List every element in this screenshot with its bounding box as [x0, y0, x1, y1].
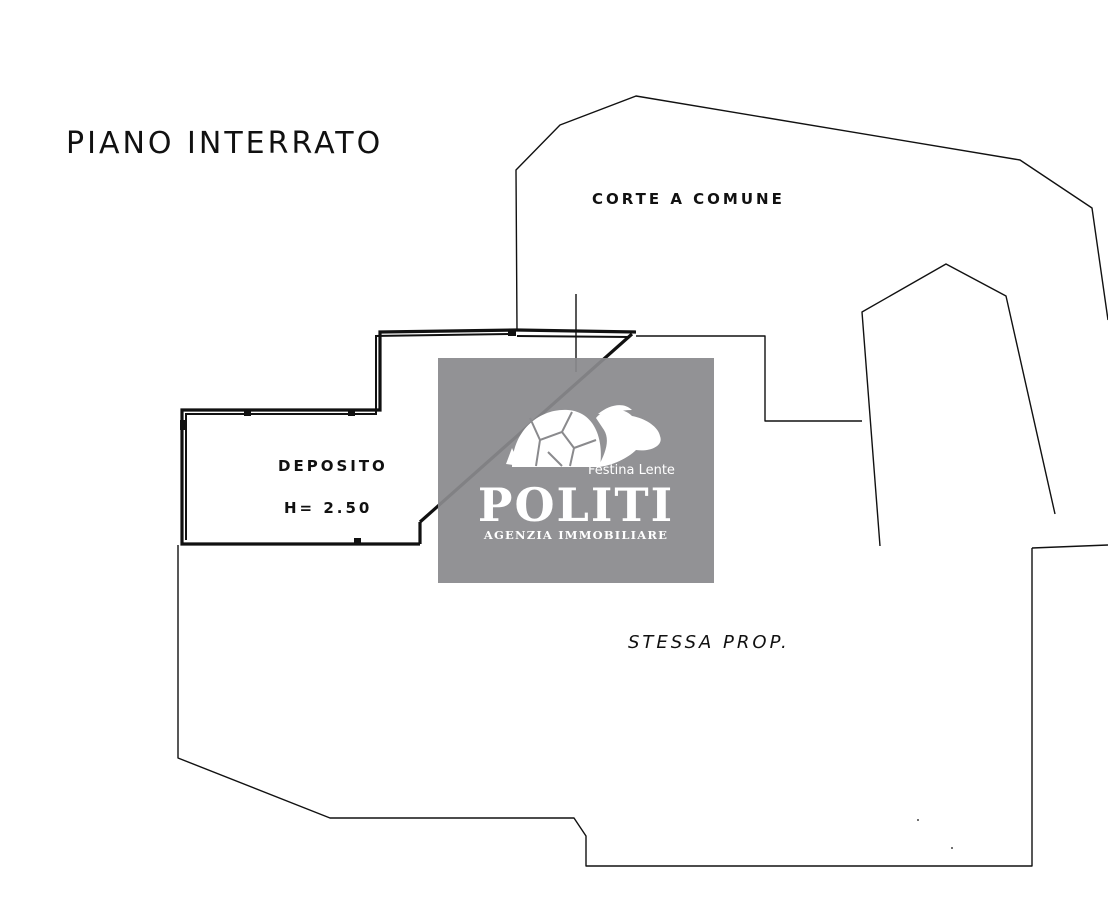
- watermark-name: POLITI: [478, 478, 674, 532]
- label-same-property: STESSA PROP.: [628, 632, 790, 653]
- shared-courtyard-outline: [515, 95, 1108, 547]
- watermark-box: [438, 358, 714, 583]
- same-property-outline: [177, 544, 1108, 867]
- storage-room-walls: [180, 294, 637, 546]
- watermark-tagline: AGENZIA IMMOBILIARE: [483, 528, 668, 542]
- plan-title: PIANO INTERRATO: [66, 126, 383, 161]
- agency-watermark: Festina Lente POLITI AGENZIA IMMOBILIARE: [438, 358, 714, 583]
- label-shared-courtyard: CORTE A COMUNE: [592, 190, 785, 208]
- tortoise-hare-logo-icon: [506, 405, 661, 467]
- label-storage-height: H= 2.50: [284, 499, 372, 517]
- watermark-motto: Festina Lente: [588, 463, 675, 478]
- label-storage: DEPOSITO: [278, 457, 388, 475]
